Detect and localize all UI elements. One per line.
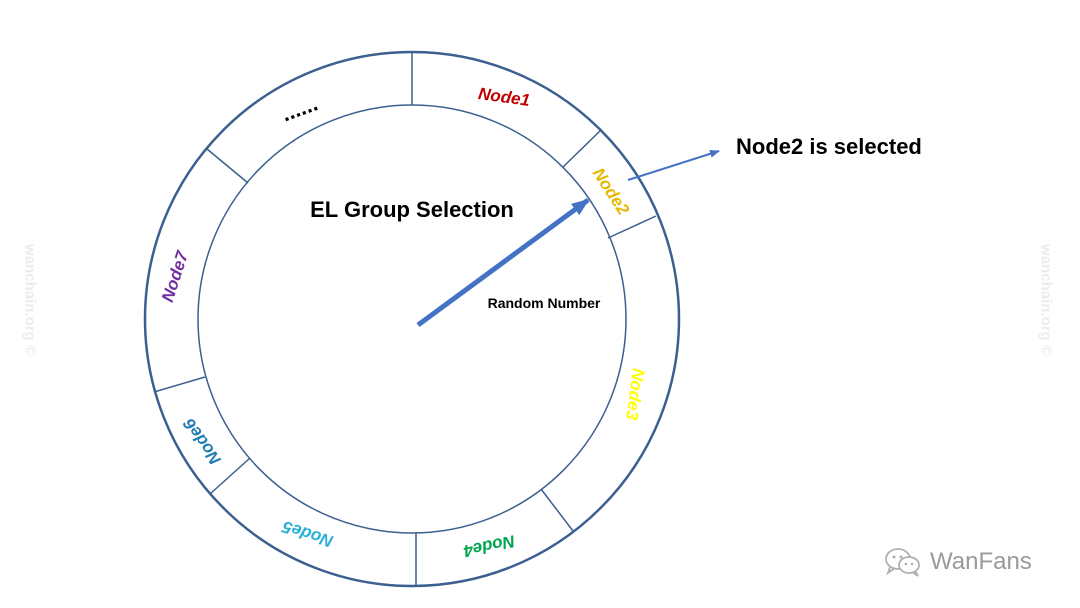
segment-dividers bbox=[153, 52, 657, 586]
side-watermark-left: wanchain.org © bbox=[21, 244, 39, 356]
node-label-node1: Node1 bbox=[477, 84, 531, 110]
brand-text: WanFans bbox=[930, 548, 1032, 575]
divider bbox=[206, 148, 249, 184]
diagram-title: EL Group Selection bbox=[310, 197, 514, 222]
node-label-node5: Node5 bbox=[280, 517, 336, 551]
divider bbox=[540, 488, 574, 532]
pointer-label: Random Number bbox=[488, 295, 601, 311]
divider bbox=[562, 129, 602, 168]
callout-text: Node2 is selected bbox=[736, 134, 922, 159]
node-label-node4: Node4 bbox=[461, 531, 516, 561]
side-watermark-right: wanchain.org © bbox=[1037, 244, 1055, 356]
callout-arrow bbox=[627, 149, 720, 181]
wechat-icon bbox=[885, 548, 920, 577]
inner-ring bbox=[197, 104, 627, 534]
random-number-arrow bbox=[416, 197, 590, 328]
node-label-node2: Node2 bbox=[589, 164, 634, 218]
brand-watermark: WanFans bbox=[884, 547, 1032, 577]
ellipsis-label: ...... bbox=[278, 90, 321, 126]
node-label-node3: Node3 bbox=[622, 367, 648, 422]
divider bbox=[607, 215, 657, 239]
divider bbox=[153, 376, 206, 393]
divider bbox=[209, 457, 251, 495]
node-label-node7: Node7 bbox=[158, 248, 193, 305]
